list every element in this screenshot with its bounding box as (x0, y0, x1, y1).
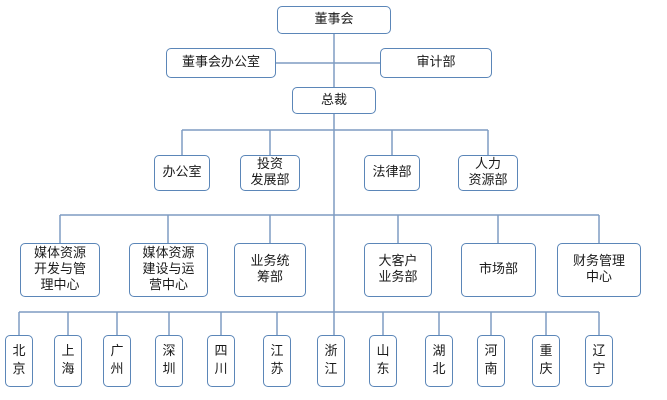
node-region[interactable]: 辽 宁 (585, 335, 613, 387)
node-region[interactable]: 重 庆 (532, 335, 560, 387)
node-label: 媒体资源 建设与运 营中心 (142, 246, 195, 293)
node-label: 江 苏 (270, 344, 284, 377)
node-center[interactable]: 财务管理 中心 (557, 243, 641, 297)
node-department[interactable]: 投资 发展部 (240, 155, 300, 191)
node-label: 大客户 业务部 (378, 254, 418, 285)
node-label: 广 州 (110, 344, 124, 377)
node-label: 董事会办公室 (181, 55, 260, 70)
node-center[interactable]: 媒体资源 建设与运 营中心 (129, 243, 208, 297)
node-department[interactable]: 人力 资源部 (458, 155, 518, 191)
node-department[interactable]: 法律部 (364, 155, 420, 191)
node-region[interactable]: 江 苏 (263, 335, 291, 387)
node-label: 财务管理 中心 (572, 254, 625, 285)
node-label: 审计部 (416, 55, 456, 70)
node-region[interactable]: 河 南 (477, 335, 505, 387)
node-region[interactable]: 四 川 (207, 335, 235, 387)
node-label: 四 川 (214, 344, 228, 377)
node-region[interactable]: 深 圳 (155, 335, 183, 387)
node-label: 法律部 (372, 165, 412, 180)
node-label: 董事会 (314, 12, 354, 27)
node-label: 媒体资源 开发与管 理中心 (33, 246, 86, 293)
node-label: 市场部 (478, 262, 518, 277)
node-region[interactable]: 浙 江 (317, 335, 345, 387)
node-label: 北 京 (12, 344, 26, 377)
node-label: 总裁 (320, 92, 347, 108)
node-center[interactable]: 大客户 业务部 (364, 243, 432, 297)
node-label: 上 海 (61, 344, 75, 377)
node-audit[interactable]: 审计部 (380, 48, 492, 78)
node-center[interactable]: 媒体资源 开发与管 理中心 (20, 243, 100, 297)
node-region[interactable]: 上 海 (54, 335, 82, 387)
node-center[interactable]: 市场部 (461, 243, 536, 297)
node-label: 重 庆 (539, 344, 553, 377)
node-board[interactable]: 董事会 (277, 6, 391, 34)
node-board-office[interactable]: 董事会办公室 (166, 48, 276, 78)
node-label: 山 东 (376, 344, 390, 377)
node-label: 业务统 筹部 (250, 254, 290, 285)
node-label: 办公室 (162, 165, 202, 180)
node-region[interactable]: 山 东 (369, 335, 397, 387)
node-department[interactable]: 办公室 (154, 155, 210, 191)
node-region[interactable]: 广 州 (103, 335, 131, 387)
node-label: 浙 江 (324, 344, 338, 377)
node-label: 投资 发展部 (250, 157, 290, 188)
node-region[interactable]: 北 京 (5, 335, 33, 387)
node-label: 湖 北 (432, 344, 446, 377)
node-label: 辽 宁 (592, 344, 606, 377)
node-label: 河 南 (484, 344, 498, 377)
node-label: 人力 资源部 (468, 157, 508, 188)
node-label: 深 圳 (162, 344, 176, 377)
node-ceo[interactable]: 总裁 (292, 87, 376, 114)
node-region[interactable]: 湖 北 (425, 335, 453, 387)
node-center[interactable]: 业务统 筹部 (234, 243, 306, 297)
